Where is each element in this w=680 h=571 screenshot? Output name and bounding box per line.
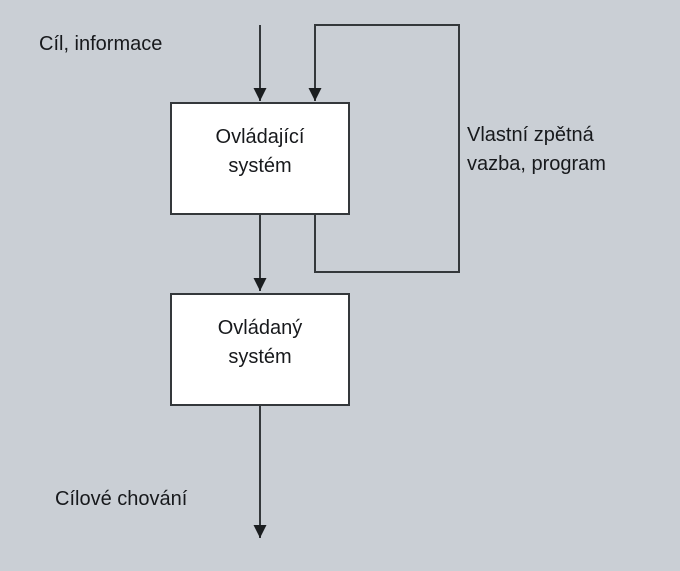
output-label: Cílové chování [55, 488, 188, 510]
controlled-system-box: Ovládaný systém [170, 293, 350, 406]
feedback-loop-arrow [308, 24, 460, 273]
controlling-system-box: Ovládající systém [170, 102, 350, 215]
controlled-system-label-line1: Ovládaný [217, 316, 303, 339]
controlled-system-label-line2: systém [228, 345, 292, 368]
feedback-label: Vlastní zpětná vazba, program [467, 121, 606, 179]
feedback-label-line1: Vlastní zpětná [467, 124, 594, 146]
controlling-system-label-line1: Ovládající [215, 125, 305, 148]
controlling-system-label-line2: systém [228, 154, 292, 177]
feedback-label-line2: vazba, program [467, 153, 606, 175]
input-label: Cíl, informace [39, 33, 163, 55]
